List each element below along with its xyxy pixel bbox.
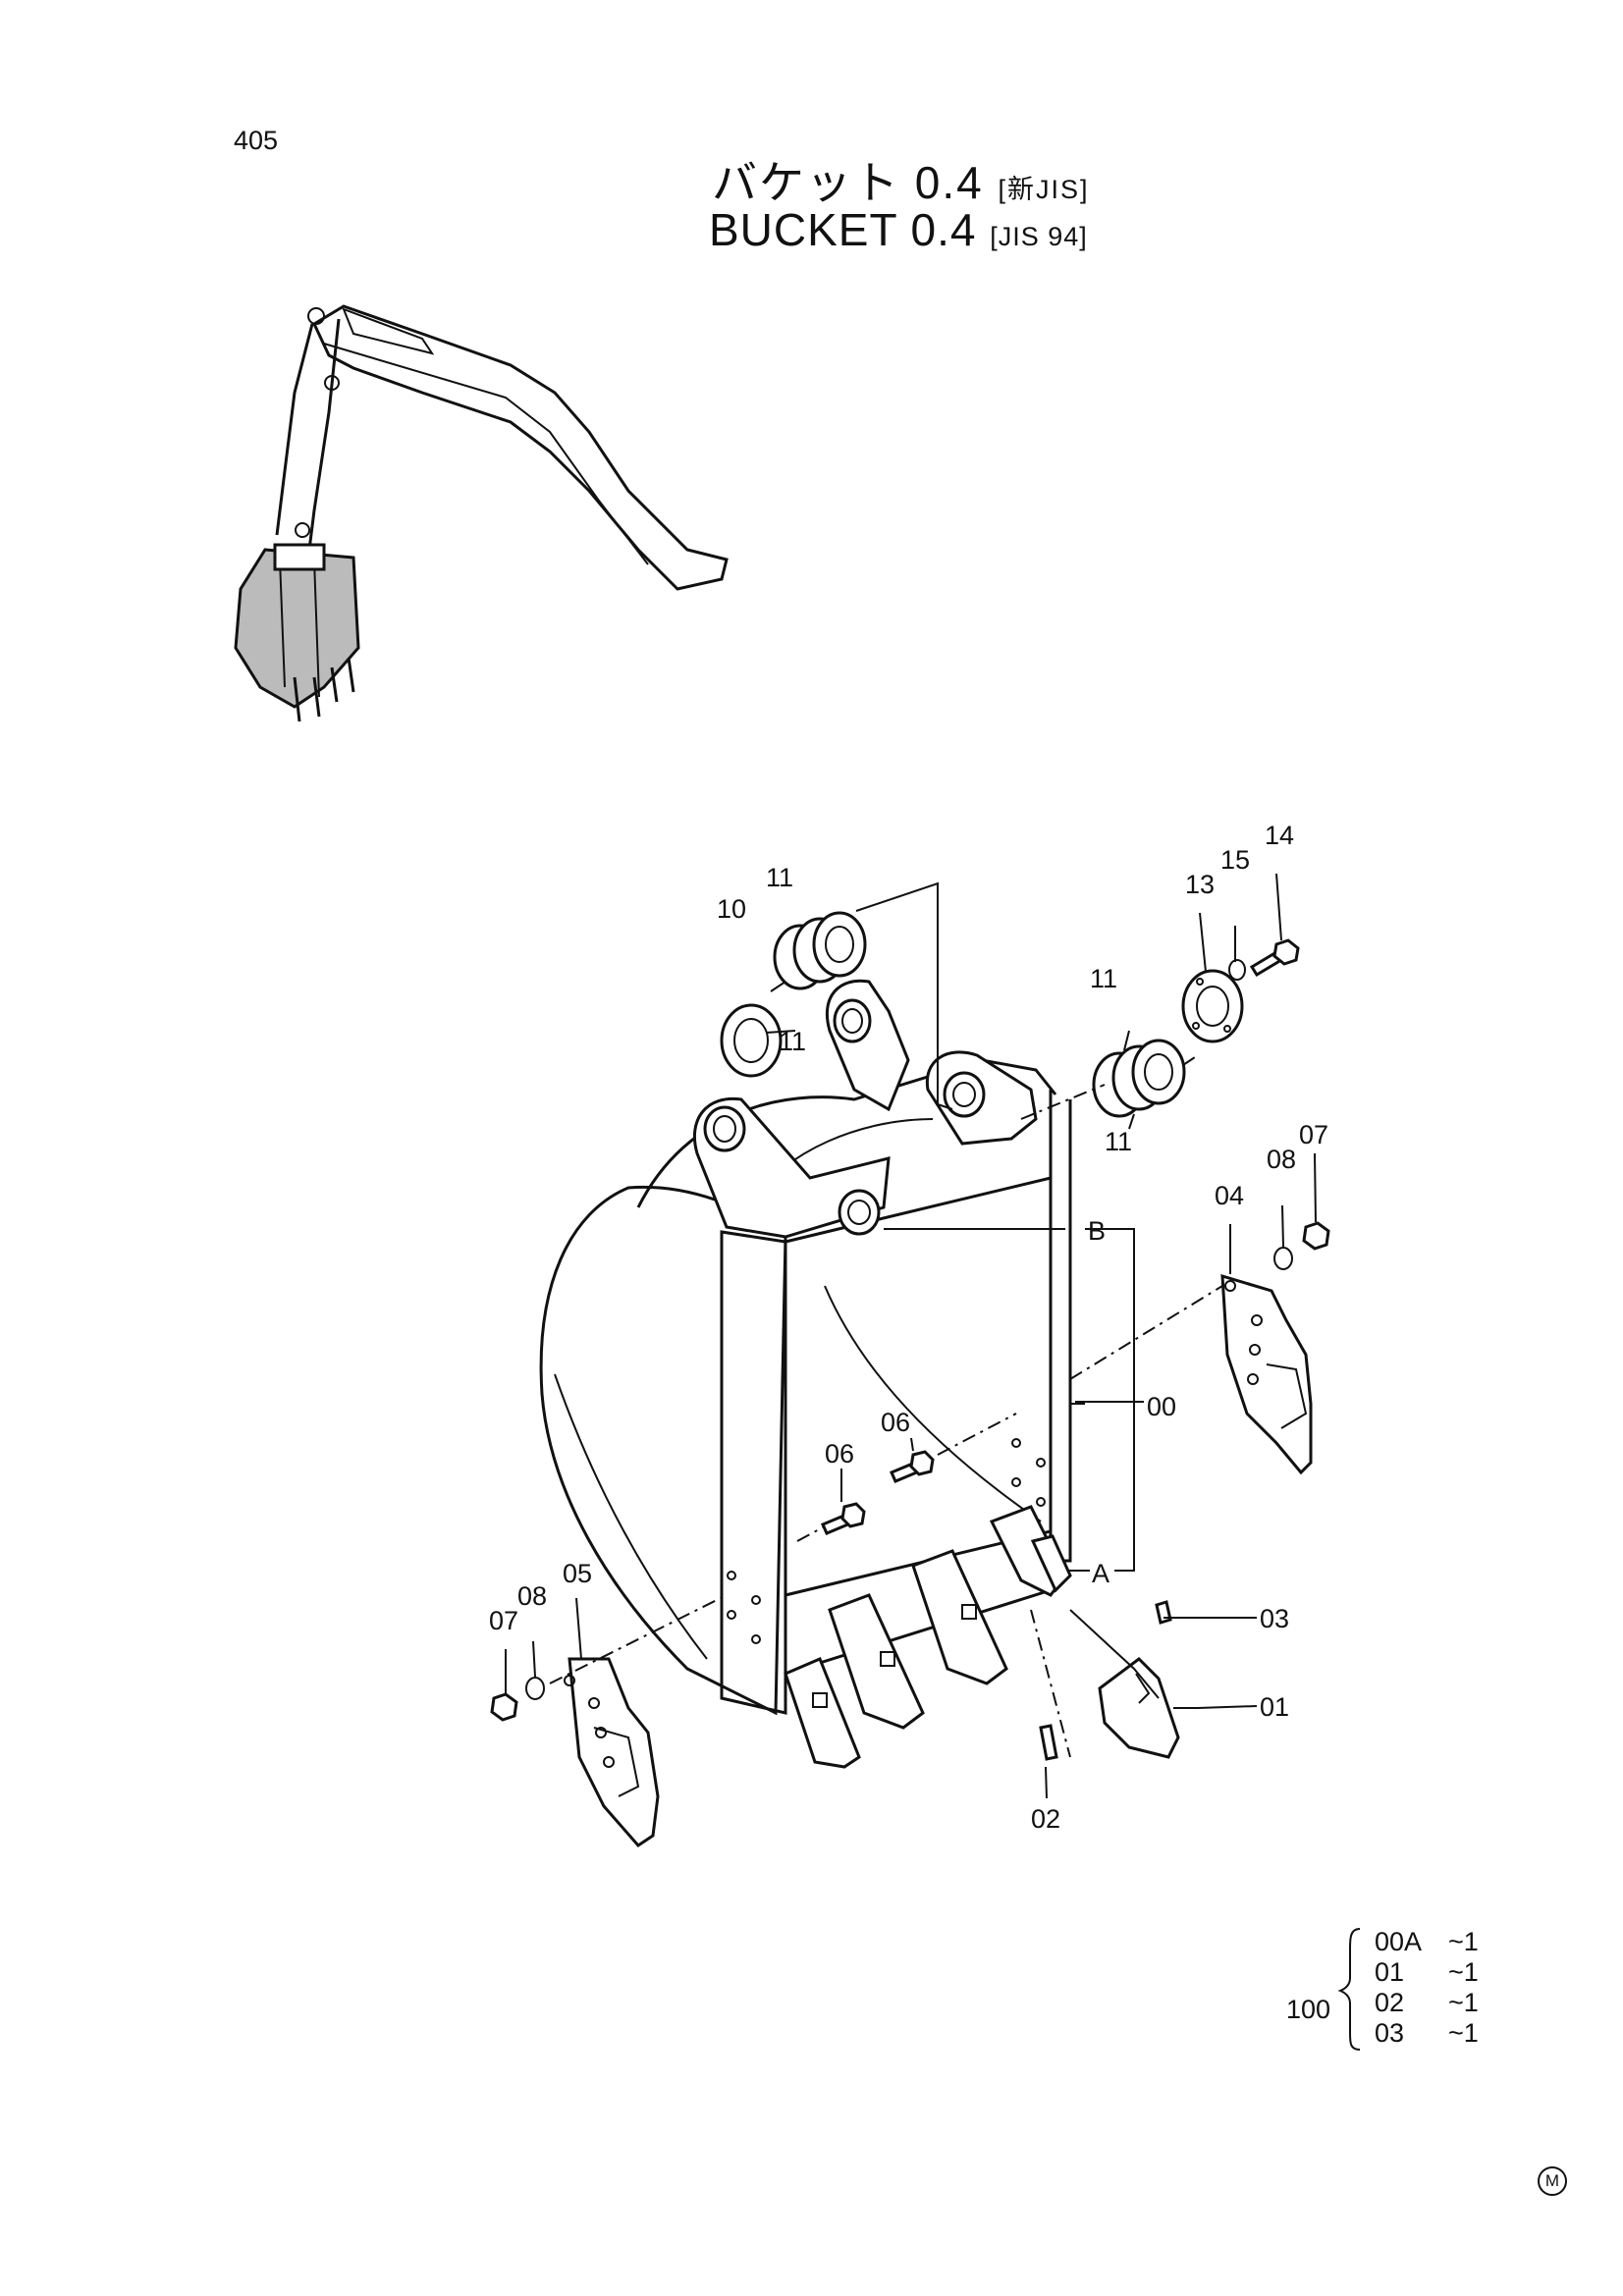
- callout-11-top-right: 11: [1090, 964, 1117, 993]
- page-number: 405: [234, 126, 279, 155]
- kit-item-qty: ~1: [1448, 2018, 1479, 2048]
- kit-item-qty: ~1: [1448, 1988, 1479, 2017]
- callout-14: 14: [1265, 821, 1294, 850]
- kit-item-code: 03: [1375, 2018, 1405, 2048]
- kit-row: 01 ~1: [1375, 1957, 1507, 1988]
- callout-06-lower: 06: [825, 1439, 854, 1468]
- callout-04: 04: [1215, 1181, 1244, 1210]
- callout-01: 01: [1260, 1692, 1289, 1722]
- bucket-teeth: [784, 1505, 1072, 1769]
- callout-03: 03: [1260, 1604, 1289, 1633]
- title-english: BUCKET 0.4 [JIS 94]: [709, 203, 1088, 256]
- excavator-arm-overview: [234, 304, 729, 722]
- kit-item-qty: ~1: [1448, 1957, 1479, 1987]
- kit-item-code: 02: [1375, 1988, 1405, 2017]
- kit-item-code: 00A: [1375, 1927, 1423, 1956]
- callout-02: 02: [1031, 1804, 1060, 1834]
- callout-11-bottom-left: 11: [779, 1027, 806, 1056]
- kit-number: 100: [1286, 1995, 1331, 2024]
- callout-a: A: [1092, 1559, 1109, 1588]
- callout-13: 13: [1185, 870, 1215, 899]
- callout-11-bottom-right: 11: [1105, 1127, 1132, 1156]
- callout-07-right: 07: [1299, 1120, 1328, 1149]
- kit-row: 00A ~1: [1375, 1927, 1507, 1957]
- callout-labels: 00 01 02 03 04 05 06 06 07 07 08 08 10 1…: [489, 821, 1328, 1834]
- title-japanese-text: バケット 0.4: [712, 157, 984, 208]
- circled-m-mark: M: [1538, 2166, 1567, 2196]
- callout-00: 00: [1147, 1392, 1176, 1421]
- callout-06-upper: 06: [881, 1408, 910, 1437]
- kit-row: 03 ~1: [1375, 2018, 1507, 2049]
- title-japanese-standard: [新JIS]: [998, 175, 1090, 204]
- callout-15: 15: [1220, 845, 1250, 875]
- callout-08-left: 08: [517, 1581, 547, 1611]
- callout-11-top-left: 11: [766, 863, 793, 892]
- bucket-body: [539, 979, 1072, 1716]
- callout-05: 05: [563, 1559, 592, 1588]
- kit-item-code: 01: [1375, 1957, 1405, 1987]
- kit-item-qty: ~1: [1448, 1927, 1479, 1956]
- title-english-standard: [JIS 94]: [990, 222, 1088, 251]
- callout-b: B: [1088, 1216, 1106, 1246]
- title-english-text: BUCKET 0.4: [709, 204, 977, 255]
- kit-list: 100 00A ~1 01 ~1 02 ~1 03 ~1: [1286, 1927, 1507, 2049]
- kit-brace: [1337, 1928, 1361, 2051]
- loose-parts: [490, 911, 1330, 1847]
- callout-07-left: 07: [489, 1606, 518, 1635]
- callout-08-right: 08: [1267, 1145, 1296, 1174]
- kit-row: 02 ~1: [1375, 1988, 1507, 2018]
- callout-10: 10: [717, 894, 746, 924]
- title-japanese: バケット 0.4 [新JIS]: [712, 147, 1090, 212]
- leader-lines: [505, 873, 1317, 1799]
